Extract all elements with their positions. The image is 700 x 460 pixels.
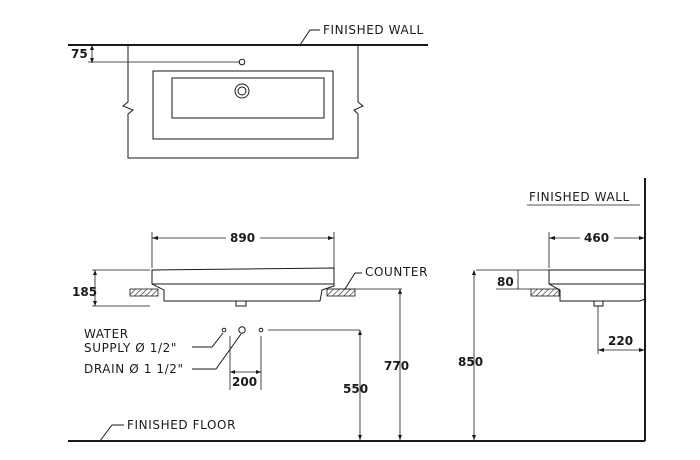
drain-leader bbox=[192, 333, 242, 370]
water-supply-leader bbox=[192, 332, 224, 348]
dim-200-label: 200 bbox=[232, 375, 257, 389]
dim-850-label: 850 bbox=[458, 355, 483, 369]
finished-floor-label: FINISHED FLOOR bbox=[127, 418, 236, 432]
counter-side-hatch bbox=[530, 288, 560, 297]
basin-bowl-top bbox=[171, 77, 325, 119]
dim-550-label: 550 bbox=[343, 382, 368, 396]
water-supply-label-line2: SUPPLY Ø 1/2" bbox=[84, 341, 177, 355]
drain-stub-front bbox=[235, 300, 247, 307]
front-view: 890 COUNTER 185 WATER SUPPLY Ø 1/2" DRAI… bbox=[68, 230, 645, 442]
dim-185-label: 185 bbox=[72, 285, 97, 299]
dim-75-arrows bbox=[90, 45, 94, 63]
dim-220-label: 220 bbox=[608, 334, 633, 348]
dim-890-bg bbox=[226, 230, 260, 244]
drain-inner-icon bbox=[237, 86, 247, 96]
finished-wall-side-label: FINISHED WALL bbox=[529, 190, 630, 204]
drain-symbol-icon bbox=[238, 326, 246, 334]
dim-460-bg bbox=[580, 230, 614, 244]
top-view: FINISHED WALL 75 bbox=[68, 23, 428, 159]
dim-460-label: 460 bbox=[584, 231, 609, 245]
floor-leader bbox=[99, 424, 124, 442]
counter-left-hatch bbox=[129, 288, 159, 297]
counter-right-hatch bbox=[326, 288, 356, 297]
counter-outline-top bbox=[122, 45, 364, 159]
water-supply-label-line1: WATER bbox=[84, 327, 129, 341]
finished-wall-top-label: FINISHED WALL bbox=[323, 23, 424, 37]
counter-leader bbox=[344, 272, 362, 290]
basin-profile-side bbox=[548, 269, 646, 302]
dim-890-label: 890 bbox=[230, 231, 255, 245]
counter-label: COUNTER bbox=[365, 265, 428, 279]
water-supply-right-icon bbox=[258, 327, 264, 333]
drain-stub-side bbox=[593, 300, 604, 307]
side-view: FINISHED WALL 460 80 850 220 bbox=[458, 178, 646, 441]
dim-75-label: 75 bbox=[71, 47, 88, 61]
drain-label: DRAIN Ø 1 1/2" bbox=[84, 362, 184, 376]
dim-770-label: 770 bbox=[384, 359, 409, 373]
drain-outer-icon bbox=[234, 83, 250, 99]
dim-80-label: 80 bbox=[497, 275, 514, 289]
faucet-hole-icon bbox=[238, 58, 246, 66]
wall-leader-top bbox=[299, 29, 320, 46]
basin-outer-top bbox=[152, 70, 334, 140]
water-supply-left-icon bbox=[221, 327, 227, 333]
basin-body-front bbox=[151, 267, 335, 302]
